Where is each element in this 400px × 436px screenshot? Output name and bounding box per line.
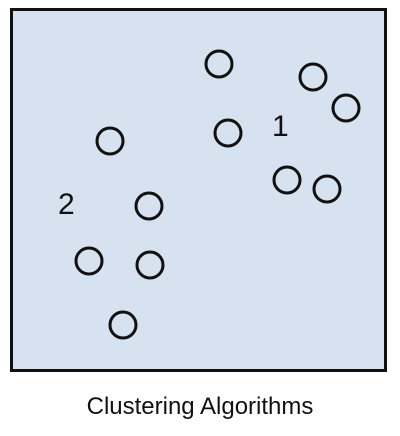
cluster-point: [108, 310, 138, 340]
cluster-label-2: 2: [58, 188, 75, 221]
cluster-label-1: 1: [272, 110, 289, 143]
figure-caption: Clustering Algorithms: [86, 393, 314, 420]
cluster-point: [135, 250, 165, 280]
cluster-point: [312, 174, 342, 204]
cluster-point: [74, 246, 104, 276]
cluster-point: [331, 93, 361, 123]
cluster-point: [204, 49, 234, 79]
cluster-point: [95, 126, 125, 156]
points-layer: [74, 49, 361, 340]
cluster-point: [134, 191, 164, 221]
cluster-point: [298, 62, 328, 92]
cluster-point: [272, 165, 302, 195]
cluster-point: [213, 118, 243, 148]
